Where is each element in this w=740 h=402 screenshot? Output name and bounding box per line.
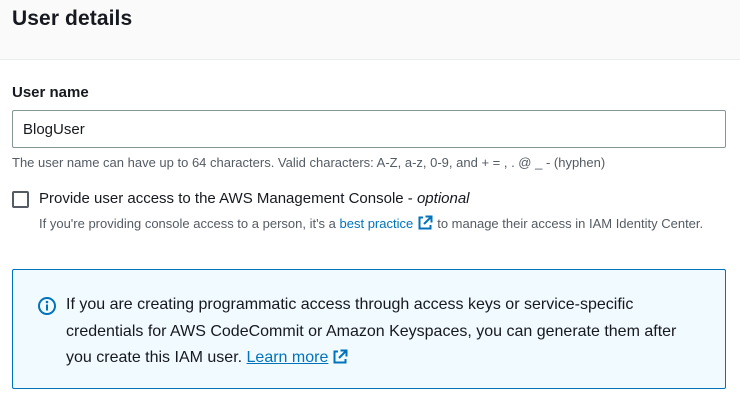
console-access-label[interactable]: Provide user access to the AWS Managemen… bbox=[39, 190, 470, 207]
external-link-icon[interactable] bbox=[417, 215, 433, 231]
learn-more-link[interactable]: Learn more bbox=[246, 349, 329, 366]
alert-message-text: If you are creating programmatic access … bbox=[66, 296, 677, 366]
info-alert: If you are creating programmatic access … bbox=[12, 269, 726, 389]
description-text-before: If you're providing console access to a … bbox=[39, 216, 340, 231]
alert-message: If you are creating programmatic access … bbox=[66, 292, 686, 372]
optional-tag: optional bbox=[416, 190, 470, 207]
panel-header: User details bbox=[0, 0, 740, 60]
user-name-input[interactable] bbox=[12, 110, 726, 148]
console-access-label-text: Provide user access to the AWS Managemen… bbox=[39, 190, 417, 207]
description-text-after: to manage their access in IAM Identity C… bbox=[437, 216, 704, 231]
info-icon bbox=[38, 297, 56, 315]
console-access-description: If you're providing console access to a … bbox=[39, 214, 731, 233]
console-access-checkbox[interactable] bbox=[12, 191, 29, 208]
user-name-label: User name bbox=[12, 84, 89, 101]
external-link-icon[interactable] bbox=[332, 349, 348, 365]
panel-title: User details bbox=[12, 7, 133, 30]
user-name-constraint: The user name can have up to 64 characte… bbox=[12, 155, 606, 170]
best-practice-link[interactable]: best practice bbox=[339, 216, 414, 231]
